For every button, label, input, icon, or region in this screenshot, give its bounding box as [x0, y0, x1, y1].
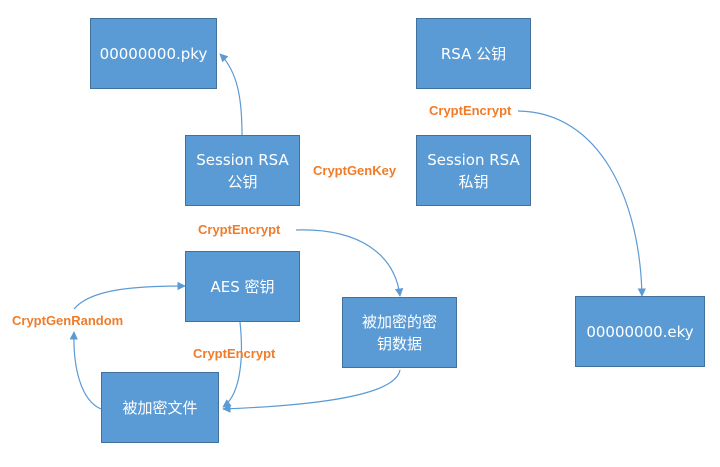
crypt-encrypt-bottom-label: CryptEncrypt	[193, 346, 276, 361]
arrow-genrandom-to-aes	[73, 281, 186, 310]
crypt-gen-key-label: CryptGenKey	[313, 163, 397, 178]
arrow-keydata-to-file	[222, 369, 401, 413]
rsa-public-key-label: RSA 公钥	[440, 44, 507, 63]
rsa-public-key-box: RSA 公钥	[416, 18, 531, 89]
encrypted-key-data-box: 被加密的密 钥数据	[342, 297, 457, 368]
session-rsa-public-label: Session RSA 公钥	[196, 150, 289, 191]
encrypted-file-box: 被加密文件	[101, 372, 219, 443]
session-rsa-public-box: Session RSA 公钥	[185, 135, 300, 206]
arrow-file-to-genrandom	[69, 331, 102, 410]
crypt-encrypt-mid-label: CryptEncrypt	[198, 222, 281, 237]
eky-file-box: 00000000.eky	[575, 296, 705, 367]
encrypted-key-data-label: 被加密的密 钥数据	[361, 312, 437, 353]
aes-key-box: AES 密钥	[185, 251, 300, 322]
pky-file-label: 00000000.pky	[99, 44, 208, 63]
session-rsa-private-box: Session RSA 私钥	[416, 135, 531, 206]
eky-file-label: 00000000.eky	[586, 322, 694, 341]
arrow-aes-to-file	[222, 321, 242, 408]
pky-file-box: 00000000.pky	[90, 18, 217, 89]
arrow-encrypt-to-keydata	[295, 229, 404, 297]
crypt-encrypt-top-label: CryptEncrypt	[429, 103, 512, 118]
session-rsa-private-label: Session RSA 私钥	[427, 150, 520, 191]
arrow-session-public-to-pky	[219, 53, 243, 136]
arrow-encrypt-to-eky	[517, 110, 647, 297]
aes-key-label: AES 密钥	[210, 277, 275, 296]
encrypted-file-label: 被加密文件	[122, 398, 198, 417]
crypt-gen-random-label: CryptGenRandom	[12, 313, 124, 328]
